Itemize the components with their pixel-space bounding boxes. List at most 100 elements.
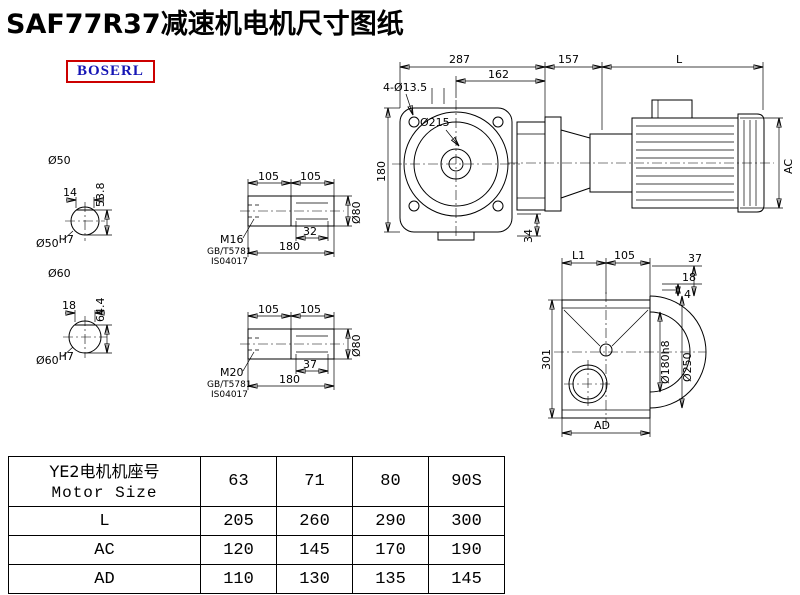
motor-flange — [544, 116, 562, 212]
dim-len-180: 180 — [247, 226, 335, 257]
dim-d215-label: Ø215 — [420, 116, 450, 129]
view-gearbox-front: 287 162 4-Ø13.5 Ø215 180 — [375, 53, 546, 241]
dim-spigot-180h8: Ø180h8 — [659, 312, 672, 392]
dim-301-label: 301 — [540, 349, 553, 370]
dim-d50-label: Ø50 — [48, 154, 71, 167]
size-col-3: 80 — [352, 456, 429, 507]
dim-180-label-2: 180 — [279, 373, 300, 386]
page-title: SAF77R37减速机电机尺寸图纸 — [6, 9, 404, 40]
std-iso-label-2: IS04017 — [211, 390, 248, 400]
dim-162-label: 162 — [488, 68, 509, 81]
dim-18b-label: 18 — [682, 271, 696, 284]
dim-157: 157 — [545, 53, 603, 130]
row-label-AD: AD — [8, 564, 201, 594]
dim-d60-label: Ø60 — [48, 267, 71, 280]
dim-53-8-label: 53.8 — [94, 183, 107, 208]
dim-dia-80-2: Ø80 — [334, 328, 363, 360]
dim-105d-label: 105 — [300, 303, 321, 316]
dim-301: 301 — [540, 299, 562, 419]
dim-AD-label: AD — [594, 419, 610, 432]
dim-14-label: 14 — [63, 186, 77, 199]
dim-37-label: 37 — [303, 358, 317, 371]
dim-d80-label: Ø80 — [350, 201, 363, 224]
table-row-AD: AD 110 130 135 145 — [8, 564, 505, 594]
cell-AD-2: 130 — [276, 564, 353, 594]
dim-d180h8-label: Ø180h8 — [659, 340, 672, 384]
dim-len-180-2: 180 — [247, 359, 335, 390]
cell-AD-1: 110 — [200, 564, 277, 594]
dim-180-height-label: 180 — [375, 161, 388, 182]
table-header-row: YE2电机机座号 Motor Size 63 71 80 90S — [8, 456, 505, 507]
flange-outline-250 — [649, 295, 707, 409]
view-shaft-side-m16: 105 105 M16 GB/T5781 IS04017 32 — [207, 170, 363, 267]
header-cell-motor-size: YE2电机机座号 Motor Size — [8, 456, 201, 507]
cell-AD-4: 145 — [428, 564, 505, 594]
dim-L: L — [602, 53, 764, 110]
dim-AD: AD — [561, 418, 651, 437]
motor-size-label-cn: YE2电机机座号 — [49, 461, 160, 481]
motor-size-table: YE2电机机座号 Motor Size 63 71 80 90S L 205 2… — [8, 456, 505, 594]
dim-keyway-height-64-4: 64.4 — [86, 298, 112, 354]
cell-L-3: 290 — [352, 506, 429, 536]
gear-unit-side — [516, 121, 546, 211]
spigot-outline-180 — [649, 311, 691, 393]
std-iso-label: IS04017 — [211, 257, 248, 267]
thread-m16-label: M16 — [220, 233, 244, 246]
cell-AC-4: 190 — [428, 535, 505, 565]
table-row-AC: AC 120 145 170 190 — [8, 535, 505, 565]
dim-105a-label: 105 — [258, 170, 279, 183]
dim-18-label: 18 — [62, 299, 76, 312]
dim-105b-label: 105 — [300, 170, 321, 183]
dim-AC-label: AC — [782, 159, 795, 174]
dim-37b-label: 37 — [688, 252, 702, 265]
dim-180-label: 180 — [279, 240, 300, 253]
dim-d250-label: Ø250 — [681, 352, 694, 382]
dim-4xd13-5-label: 4-Ø13.5 — [383, 81, 427, 94]
view-shaft-end-50: Ø50 14 53.8 Ø50H7 — [36, 154, 112, 250]
dim-105c-label: 105 — [258, 303, 279, 316]
cell-AC-2: 145 — [276, 535, 353, 565]
dim-height-180: 180 — [375, 107, 400, 233]
cell-L-1: 205 — [200, 506, 277, 536]
dim-287-label: 287 — [449, 53, 470, 66]
cell-L-4: 300 — [428, 506, 505, 536]
view-shaft-end-60: Ø60 18 64.4 Ø60H7 — [36, 267, 112, 367]
thread-m20-label: M20 — [220, 366, 244, 379]
cell-AC-1: 120 — [200, 535, 277, 565]
cell-AD-3: 135 — [352, 564, 429, 594]
brand-logo: BOSERL — [66, 60, 155, 83]
dim-34: 34 — [517, 213, 541, 243]
size-col-1: 63 — [200, 456, 277, 507]
std-gb-label: GB/T5781 — [207, 247, 252, 257]
dim-keyway-height-53-8: 53.8 — [86, 183, 112, 236]
dim-287: 287 — [399, 53, 546, 117]
row-label-AC: AC — [8, 535, 201, 565]
cell-AC-3: 170 — [352, 535, 429, 565]
dim-64-4-label: 64.4 — [94, 298, 107, 323]
dim-d50h7-label: Ø50H7 — [36, 233, 74, 250]
dim-105e-label: 105 — [614, 249, 635, 262]
dim-keyway-width-18: 18 — [62, 299, 105, 322]
dim-keyway-width-14: 14 — [63, 186, 104, 208]
view-output-flange: L1 105 37 18 4 — [540, 249, 707, 437]
dim-L1-label: L1 — [572, 249, 585, 262]
dim-dia-80: Ø80 — [334, 195, 363, 227]
size-col-2: 71 — [276, 456, 353, 507]
terminal-box — [651, 99, 693, 119]
motor-size-label-en: Motor Size — [51, 483, 158, 502]
dim-keylen-32: 32 — [295, 221, 329, 241]
size-col-4: 90S — [428, 456, 505, 507]
fan-cover — [737, 113, 765, 213]
dim-157-label: 157 — [558, 53, 579, 66]
dim-4-label: 4 — [684, 288, 691, 301]
dim-162: 162 — [455, 68, 545, 98]
dim-d80-label-2: Ø80 — [350, 334, 363, 357]
dim-flange-steps: 37 18 4 — [652, 252, 702, 301]
view-motor-side: 157 L AC 34 — [508, 53, 795, 243]
dim-d60h7-label: Ø60H7 — [36, 350, 74, 367]
table-row-L: L 205 260 290 300 — [8, 506, 505, 536]
dim-32-label: 32 — [303, 225, 317, 238]
dim-flange-215: Ø215 — [420, 116, 459, 146]
dim-L-label: L — [676, 53, 683, 66]
